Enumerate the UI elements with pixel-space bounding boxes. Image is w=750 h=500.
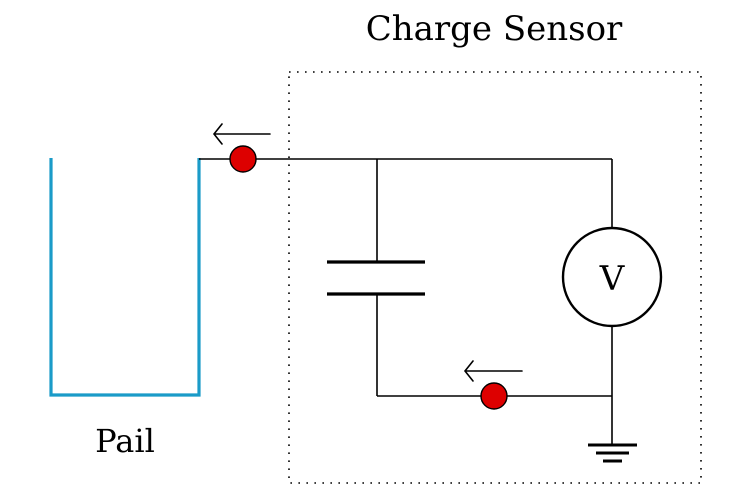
arrow-left-icon [463, 360, 523, 382]
pail [49, 158, 201, 397]
charge-sensor-title: Charge Sensor [366, 9, 623, 49]
charge-bottom [463, 360, 523, 410]
voltmeter-symbol: V [599, 259, 626, 299]
ground-icon [588, 443, 637, 463]
charge-dot [229, 145, 257, 173]
pail-label: Pail [95, 422, 155, 460]
arrow-left-icon [212, 123, 271, 145]
charge-sensor-box [288, 71, 702, 484]
charge-dot [480, 382, 508, 410]
charge-top [212, 123, 271, 173]
